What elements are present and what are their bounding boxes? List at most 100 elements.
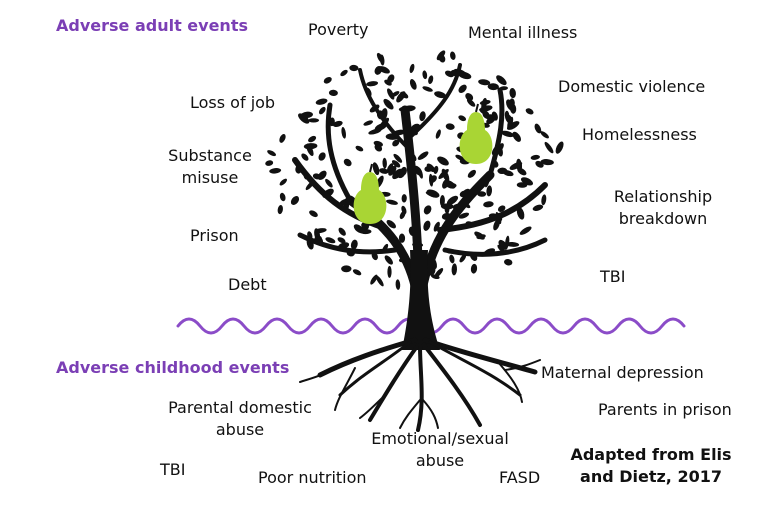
leaf-icon bbox=[366, 81, 379, 87]
leaf-icon bbox=[443, 179, 456, 189]
leaf-icon bbox=[437, 156, 449, 166]
leaf-icon bbox=[390, 91, 400, 98]
leaf-icon bbox=[423, 220, 431, 231]
leaf-icon bbox=[298, 113, 310, 124]
leaf-icon bbox=[352, 269, 362, 276]
leaf-icon bbox=[279, 178, 287, 186]
label-tbi-adult: TBI bbox=[600, 267, 626, 286]
label-relationship-breakdown: Relationship breakdown bbox=[613, 187, 713, 228]
leaf-icon bbox=[497, 205, 506, 212]
leaf-icon bbox=[368, 128, 382, 135]
leaf-icon bbox=[507, 116, 514, 130]
leaf-icon bbox=[459, 254, 467, 263]
label-poor-nutrition: Poor nutrition bbox=[258, 468, 367, 487]
leaf-icon bbox=[384, 255, 393, 265]
label-mental-illness: Mental illness bbox=[468, 23, 578, 42]
leaf-icon bbox=[479, 100, 491, 105]
source-credit: Adapted from Elis and Dietz, 2017 bbox=[570, 445, 732, 486]
leaf-icon bbox=[363, 120, 374, 126]
leaf-icon bbox=[497, 167, 508, 175]
leaf-icon bbox=[493, 219, 500, 231]
leaf-icon bbox=[375, 275, 384, 287]
label-poverty: Poverty bbox=[308, 20, 369, 39]
label-homelessness: Homelessness bbox=[582, 125, 697, 144]
leaf-icon bbox=[540, 159, 554, 166]
leaf-icon bbox=[269, 168, 282, 174]
leaf-icon bbox=[470, 263, 478, 274]
leaf-icon bbox=[450, 51, 456, 60]
leaf-icon bbox=[458, 84, 467, 93]
leaf-icon bbox=[392, 139, 400, 147]
leaf-icon bbox=[435, 129, 441, 139]
leaf-icon bbox=[401, 194, 407, 203]
leaf-icon bbox=[360, 229, 372, 235]
leaf-icon bbox=[265, 160, 274, 166]
leaf-icon bbox=[277, 205, 283, 215]
leaf-icon bbox=[479, 108, 488, 116]
tree-trunk bbox=[402, 250, 440, 350]
leaf-icon bbox=[383, 98, 394, 110]
leaf-icon bbox=[519, 226, 532, 235]
leaf-icon bbox=[512, 131, 521, 142]
leaf-icon bbox=[441, 168, 450, 182]
label-maternal-depression: Maternal depression bbox=[541, 363, 704, 382]
leaf-icon bbox=[397, 171, 406, 179]
leaf-icon bbox=[386, 199, 398, 205]
leaf-icon bbox=[267, 150, 277, 157]
leaf-icon bbox=[325, 178, 333, 188]
leaf-icon bbox=[279, 192, 286, 202]
leaf-icon bbox=[458, 71, 472, 80]
leaf-icon bbox=[301, 153, 309, 161]
label-substance-misuse: Substance misuse bbox=[168, 146, 252, 187]
leaf-icon bbox=[422, 86, 433, 92]
leaf-icon bbox=[525, 108, 534, 115]
leaf-icon bbox=[409, 79, 417, 90]
childhood-events-heading: Adverse childhood events bbox=[56, 358, 290, 377]
leaf-icon bbox=[506, 99, 515, 111]
leaf-icon bbox=[419, 111, 426, 122]
leaf-icon bbox=[540, 131, 549, 139]
leaf-icon bbox=[534, 123, 542, 134]
leaf-icon bbox=[386, 220, 397, 229]
leaf-icon bbox=[426, 163, 436, 173]
leaf-icon bbox=[328, 89, 338, 97]
leaf-icon bbox=[438, 54, 446, 63]
leaf-icon bbox=[467, 169, 477, 178]
leaf-icon bbox=[372, 162, 380, 176]
leaf-icon bbox=[308, 135, 317, 143]
leaf-icon bbox=[483, 201, 494, 208]
leaf-icon bbox=[423, 205, 432, 215]
leaf-icon bbox=[308, 118, 320, 123]
leaf-icon bbox=[387, 265, 392, 278]
leaf-icon bbox=[290, 196, 300, 205]
leaf-icon bbox=[449, 254, 455, 264]
leaf-icon bbox=[388, 165, 397, 176]
leaf-icon bbox=[395, 279, 401, 290]
pear-icon bbox=[353, 163, 387, 224]
leaf-icon bbox=[374, 144, 383, 152]
leaf-icon bbox=[350, 239, 358, 250]
leaf-icon bbox=[422, 70, 428, 80]
leaf-icon bbox=[433, 221, 440, 232]
leaf-icon bbox=[501, 130, 514, 138]
leaf-icon bbox=[433, 165, 439, 174]
leaf-icon bbox=[386, 163, 394, 173]
leaf-icon bbox=[509, 88, 516, 99]
leaf-icon bbox=[509, 161, 523, 170]
leaf-icon bbox=[382, 157, 387, 169]
leaf-icon bbox=[451, 263, 458, 276]
leaf-icon bbox=[300, 111, 313, 119]
leaf-icon bbox=[440, 203, 454, 210]
leaf-icon bbox=[341, 126, 346, 139]
leaf-icon bbox=[516, 207, 525, 220]
leaf-icon bbox=[486, 115, 496, 125]
leaf-icon bbox=[516, 182, 528, 188]
leaf-icon bbox=[417, 151, 429, 160]
leaf-icon bbox=[392, 168, 403, 180]
leaf-icon bbox=[532, 204, 544, 211]
leaf-icon bbox=[341, 265, 352, 273]
leaf-icon bbox=[315, 98, 328, 105]
leaf-icon bbox=[439, 195, 445, 207]
